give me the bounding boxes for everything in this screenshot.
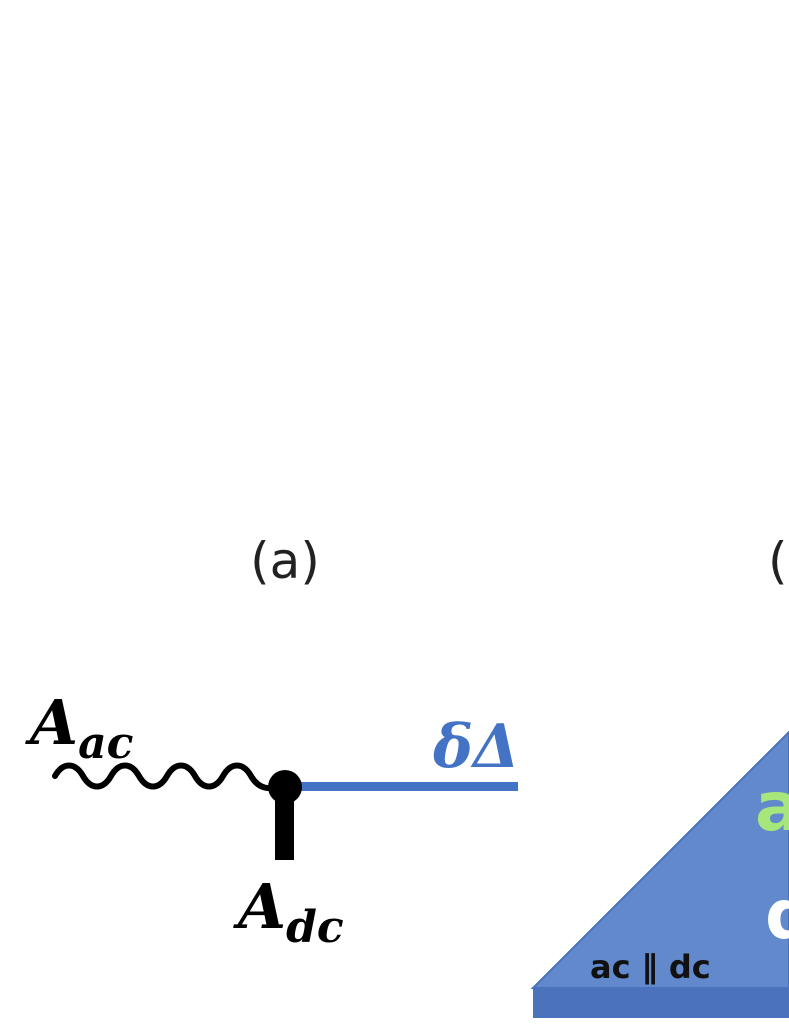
dc-vertical-line — [275, 788, 294, 860]
delta-delta-line — [296, 782, 518, 791]
a-dc-base: A — [233, 870, 286, 943]
prism-bottom-label: ac ∥ dc — [590, 948, 711, 986]
prism-partial-bottom-label: d — [765, 876, 789, 955]
a-dc-subscript: dc — [286, 902, 344, 953]
delta-delta-label: δΔ — [432, 712, 520, 782]
a-ac-base: A — [25, 686, 78, 759]
a-dc-label: Adc — [233, 870, 344, 953]
panel-b-label: (b) — [768, 532, 789, 590]
ac-wavy-line — [52, 762, 282, 792]
a-ac-label: Aac — [25, 686, 134, 769]
vertex-dot — [268, 770, 302, 804]
prism-base-slab — [533, 988, 789, 1018]
prism-partial-top-label: a — [755, 768, 789, 847]
panel-a-label: (a) — [250, 532, 320, 590]
a-ac-subscript: ac — [78, 718, 134, 769]
